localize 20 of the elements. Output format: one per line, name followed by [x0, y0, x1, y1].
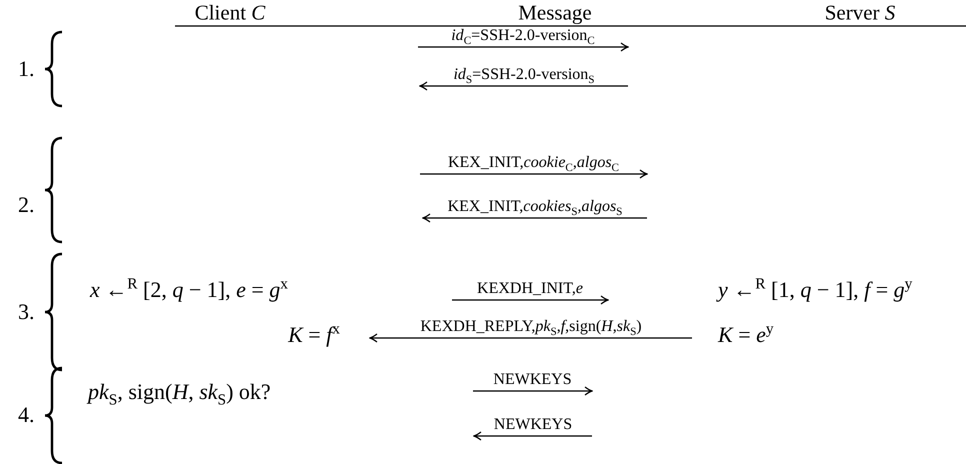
message-label: id$_{S}$=SSH-2.0-version$_{S}$	[453, 67, 595, 83]
message-label: KEX_INIT,cookie$_{C}$,algos$_{C}$	[448, 155, 620, 171]
formula: y ←$^{R}$ [1, q − 1], f = g$^{y}$	[718, 278, 912, 302]
column-header: Server S	[824, 1, 896, 25]
message-label: KEXDH_INIT,e	[477, 281, 583, 297]
formula: K = e$^{y}$	[718, 322, 774, 348]
formula: K = f$^{x}$	[288, 322, 340, 348]
message-label: NEWKEYS	[493, 372, 572, 388]
message-label: NEWKEYS	[494, 417, 572, 433]
message-label: KEXDH_REPLY,pk$_{S}$,f,sign(H,sk$_{S}$)	[420, 319, 642, 335]
formula: x ←$^{R}$ [2, q − 1], e = g$^{x}$	[90, 278, 288, 302]
formula: pk$_{S}$, sign(H, sk$_{S}$) ok?	[88, 380, 271, 404]
step-number: 1.	[18, 56, 34, 82]
step-number: 3.	[18, 300, 34, 324]
step-number: 2.	[18, 192, 34, 218]
column-header: Client C	[194, 1, 266, 25]
message-label: KEX_INIT,cookies$_{S}$,algos$_{S}$	[448, 199, 622, 215]
column-header: Message	[518, 1, 592, 25]
step-number: 4.	[18, 402, 34, 428]
message-label: id$_{C}$=SSH-2.0-version$_{C}$	[451, 28, 595, 44]
